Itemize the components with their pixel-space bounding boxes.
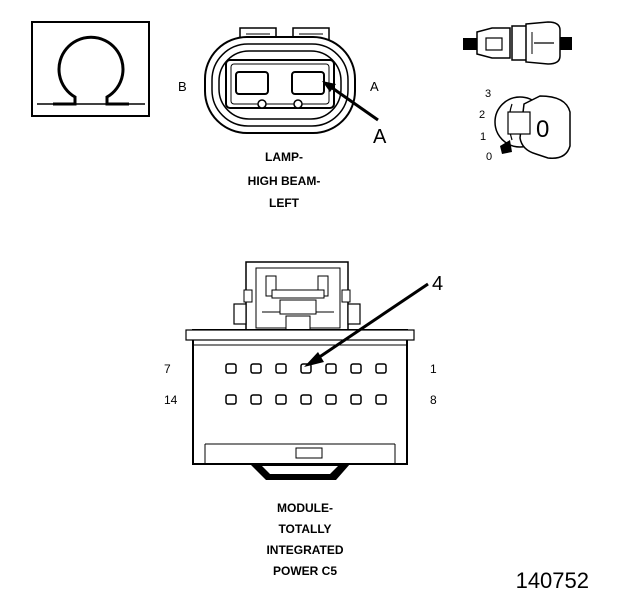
pin-label-8: 8 [430, 393, 437, 407]
module-title-line1: MODULE- [277, 501, 333, 515]
plug-icon [463, 21, 572, 65]
lamp-title-line3: LEFT [269, 196, 300, 210]
key-position-1: 1 [480, 131, 486, 143]
pin-row-1 [225, 363, 387, 374]
module-title-line3: INTEGRATED [266, 543, 343, 557]
pin-label-1: 1 [430, 362, 437, 376]
pin-label-14: 14 [164, 393, 178, 407]
lamp-title-line1: LAMP- [265, 150, 303, 164]
module-title-line2: TOTALLY [278, 522, 331, 536]
module-title-line4: POWER C5 [273, 564, 337, 578]
pin-b-label: B [178, 79, 187, 94]
callout-4-label: 4 [432, 273, 443, 295]
key-position-3: 3 [485, 88, 491, 100]
key-position-0: 0 [486, 151, 492, 163]
pin-row-2 [225, 394, 387, 405]
ignition-key-icon: 3 2 1 0 0 [479, 88, 571, 163]
callout-a-label: A [373, 126, 387, 148]
key-label: 0 [536, 116, 549, 143]
pin-b-cavity [235, 71, 269, 95]
pin-a-label: A [370, 79, 379, 94]
module-connector: 4 7 1 14 8 [164, 261, 443, 480]
figure-number: 140752 [516, 568, 589, 593]
lamp-title-line2: HIGH BEAM- [248, 174, 321, 188]
pin-label-7: 7 [164, 362, 171, 376]
ohm-icon [53, 35, 129, 106]
key-position-2: 2 [479, 109, 485, 121]
lamp-connector: B A A [178, 27, 387, 148]
pin-a-cavity [291, 71, 325, 95]
ohm-symbol-box [31, 21, 150, 117]
